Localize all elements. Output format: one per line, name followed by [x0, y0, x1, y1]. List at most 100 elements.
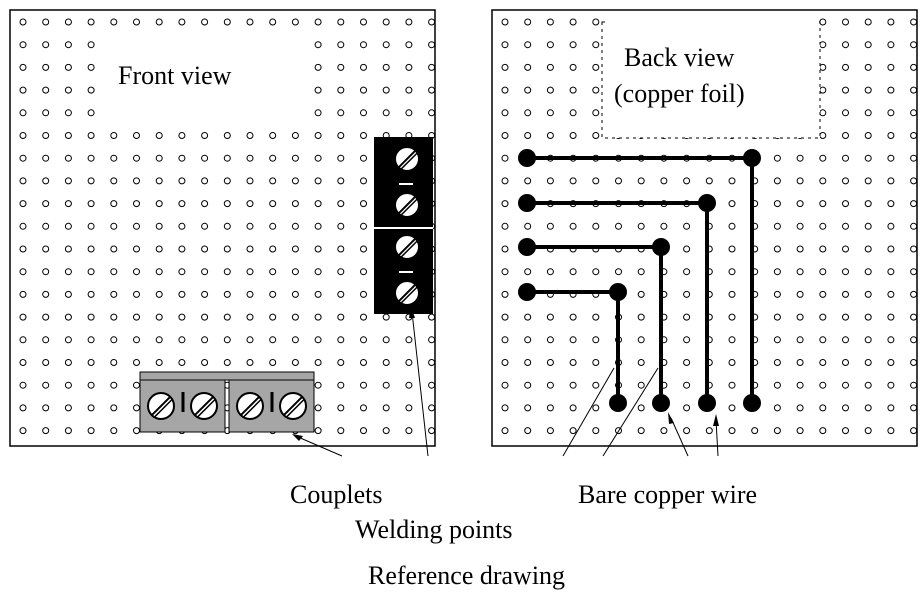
- board-hole: [178, 336, 186, 344]
- board-hole: [428, 18, 436, 26]
- board-hole: [19, 109, 27, 117]
- board-hole: [178, 268, 186, 276]
- board-hole: [314, 177, 322, 185]
- wire-leader-1: [670, 417, 689, 457]
- board-hole: [87, 86, 95, 94]
- board-hole: [819, 268, 827, 276]
- board-hole: [428, 63, 436, 71]
- board-hole: [64, 245, 72, 253]
- board-hole: [728, 177, 736, 185]
- bare-copper-wire-label: Bare copper wire: [578, 480, 757, 509]
- board-hole: [796, 336, 804, 344]
- board-hole: [110, 336, 118, 344]
- board-hole: [382, 404, 390, 412]
- board-hole: [360, 86, 367, 94]
- back-view-label-line2: (copper foil): [614, 79, 745, 108]
- screw-slot: [151, 396, 171, 416]
- front-board: Front view: [9, 9, 436, 447]
- screw-slot: [400, 198, 418, 216]
- callout-lines: [292, 306, 719, 457]
- board-hole: [637, 290, 645, 298]
- board-hole: [910, 313, 918, 321]
- board-hole: [592, 177, 600, 185]
- board-hole: [155, 290, 163, 298]
- board-hole: [291, 132, 299, 139]
- board-hole: [110, 18, 118, 26]
- board-hole: [178, 245, 186, 253]
- board-hole: [223, 132, 231, 139]
- board-hole: [337, 200, 345, 208]
- board-hole: [887, 18, 895, 26]
- board-hole: [592, 222, 600, 230]
- board-hole: [887, 154, 895, 162]
- board-hole: [773, 154, 781, 162]
- board-hole: [223, 336, 231, 344]
- board-hole: [110, 381, 118, 389]
- board-hole: [246, 222, 254, 230]
- board-hole: [382, 109, 390, 117]
- board-hole: [360, 313, 367, 321]
- board-hole: [382, 63, 390, 71]
- board-hole: [110, 222, 118, 230]
- board-hole: [864, 63, 872, 71]
- board-hole: [19, 245, 27, 253]
- board-hole: [524, 41, 532, 49]
- board-hole: [501, 222, 509, 230]
- board-hole: [382, 359, 390, 366]
- board-hole: [796, 427, 804, 435]
- board-hole: [291, 177, 299, 185]
- board-hole: [19, 63, 27, 71]
- board-hole: [592, 336, 600, 344]
- board-hole: [615, 222, 622, 230]
- board-hole: [360, 154, 367, 162]
- board-hole: [773, 336, 781, 344]
- front-label-box: [100, 40, 307, 122]
- board-hole: [87, 154, 95, 162]
- board-hole: [178, 222, 186, 230]
- board-hole: [269, 154, 277, 162]
- board-hole: [546, 63, 554, 71]
- board-hole: [360, 222, 367, 230]
- board-hole: [19, 268, 27, 276]
- board-hole: [360, 268, 367, 276]
- board-hole: [133, 359, 140, 366]
- board-hole: [223, 245, 231, 253]
- board-hole: [246, 132, 254, 139]
- board-hole: [887, 41, 895, 49]
- board-hole: [501, 132, 509, 139]
- board-hole: [87, 18, 95, 26]
- board-hole: [501, 86, 509, 94]
- board-hole: [314, 313, 322, 321]
- board-hole: [569, 18, 577, 26]
- board-hole: [42, 336, 50, 344]
- board-hole: [337, 336, 345, 344]
- board-hole: [201, 200, 209, 208]
- board-hole: [910, 132, 918, 139]
- board-hole: [360, 109, 367, 117]
- board-hole: [796, 290, 804, 298]
- board-hole: [683, 381, 691, 389]
- board-hole: [592, 404, 600, 412]
- board-hole: [546, 132, 554, 139]
- board-hole: [637, 404, 645, 412]
- board-hole: [291, 200, 299, 208]
- board-hole: [269, 177, 277, 185]
- board-hole: [178, 313, 186, 321]
- board-hole: [314, 18, 322, 26]
- board-hole: [178, 18, 186, 26]
- board-hole: [819, 177, 827, 185]
- board-hole: [592, 63, 600, 71]
- board-hole: [842, 132, 849, 139]
- board-hole: [87, 177, 95, 185]
- board-hole: [87, 336, 95, 344]
- board-hole: [133, 132, 140, 139]
- board-hole: [819, 290, 827, 298]
- board-hole: [155, 200, 163, 208]
- horizontal-terminal-block: [139, 371, 315, 433]
- board-hole: [291, 290, 299, 298]
- diagram-caption: Reference drawing: [368, 561, 565, 590]
- board-hole: [87, 245, 95, 253]
- board-hole: [201, 313, 209, 321]
- board-hole: [155, 177, 163, 185]
- board-hole: [201, 245, 209, 253]
